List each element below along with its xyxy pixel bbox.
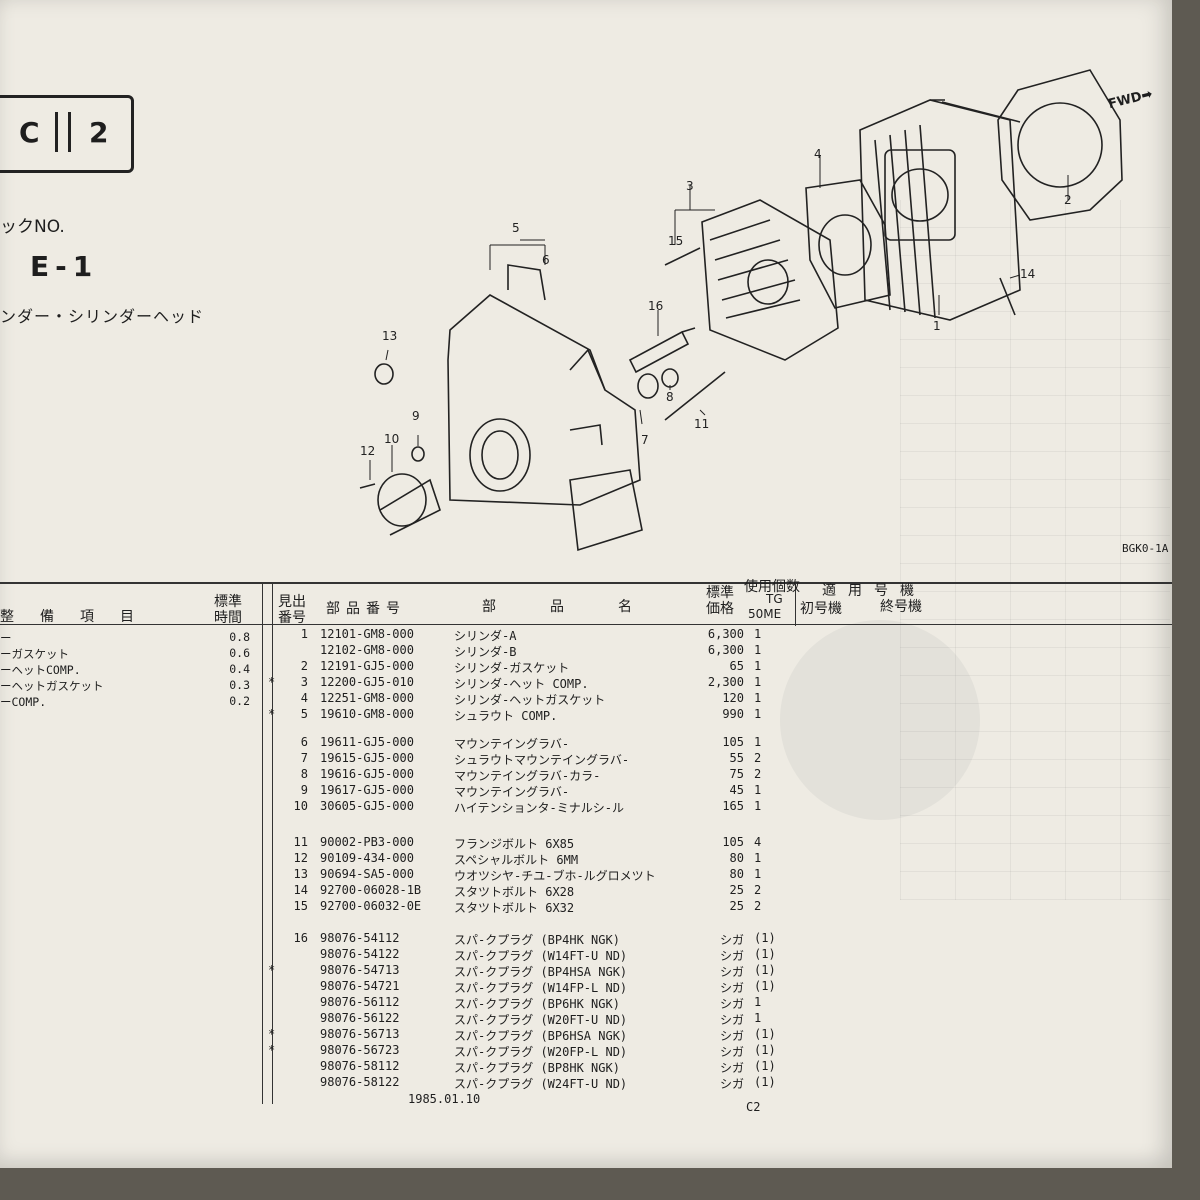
flange-bolt-drawing (664, 371, 726, 421)
parts-header-price: 標準価格 (706, 585, 734, 617)
callout-12: 12 (360, 444, 375, 458)
head-gasket-drawing (805, 179, 891, 309)
table-top-rule (0, 582, 1172, 584)
ops-header-time: 標準時間 (214, 594, 242, 626)
parts-header-part-no: 部品番号 (326, 601, 406, 617)
callout-6: 6 (542, 253, 550, 267)
callout-3: 3 (686, 179, 694, 193)
table-divider-left-2 (272, 584, 273, 1104)
callout-2: 2 (1064, 193, 1072, 207)
cylinder-drawing (859, 99, 1021, 321)
parts-header-qty: 使用個数 (744, 579, 800, 595)
callout-11: 11 (694, 417, 709, 431)
cylinder-head-drawing (701, 199, 839, 361)
mounting-rubber-7-drawing (637, 373, 659, 399)
parts-header-first: 初号機 (800, 601, 842, 617)
callout-9: 9 (412, 409, 420, 423)
page-code: C2 (746, 1100, 761, 1114)
special-bolt-drawing (359, 483, 376, 489)
bleed-through-seal (780, 620, 980, 820)
mounting-rubber-9-drawing (411, 446, 425, 462)
parts-header-last: 終号機 (880, 599, 922, 615)
drawing-code: BGK0-1A (1122, 542, 1169, 555)
callout-14: 14 (1020, 267, 1035, 281)
callout-1: 1 (933, 319, 941, 333)
callout-8: 8 (666, 390, 674, 404)
callout-13: 13 (382, 329, 397, 343)
block-label: ックNO. (0, 217, 65, 237)
parts-header-ref: 見出番号 (278, 594, 306, 626)
grommet-drawing (374, 363, 394, 385)
table-header-rule (0, 624, 1172, 625)
callout-4: 4 (814, 147, 822, 161)
mounting-rubber-8-drawing (661, 368, 679, 388)
catalog-page: C 2 ックNO. E-1 ンダー・シリンダーヘッド (0, 0, 1172, 1168)
stud-bolt-14-drawing (999, 277, 1016, 316)
section-notch (55, 112, 71, 152)
parts-header-applicable: 適用号機 (822, 583, 926, 599)
operation-row: ーヘットCOMP.0.4 (0, 662, 250, 677)
callout-10: 10 (384, 432, 399, 446)
bleed-through-table (900, 200, 1170, 900)
shroud-drawing (447, 264, 643, 552)
stud-bolt-15-drawing (664, 247, 701, 266)
callout-5: 5 (512, 221, 520, 235)
spark-plug-drawing (628, 327, 696, 374)
section-number: 2 (89, 116, 109, 149)
callout-16: 16 (648, 299, 663, 313)
exploded-view-drawing: 1 2 3 4 5 6 7 8 9 10 11 12 13 14 15 16 (359, 69, 1123, 552)
parts-header-model: TG (766, 592, 783, 606)
operation-row: ーCOMP.0.2 (0, 694, 250, 709)
terminal-seal-drawing (377, 473, 441, 536)
callout-7: 7 (641, 433, 649, 447)
parts-header-model-sub: 50ME (748, 607, 782, 621)
ops-header-item: 整備項目 (0, 609, 160, 625)
cylinder-gasket-drawing (997, 69, 1123, 221)
block-title: ンダー・シリンダーヘッド (0, 307, 205, 326)
issue-date: 1985.01.10 (408, 1092, 481, 1106)
parts-header-part-name: 部品名 (482, 599, 686, 615)
section-box: C 2 (0, 95, 134, 173)
table-divider-left (262, 584, 263, 1104)
callout-15: 15 (668, 234, 683, 248)
section-letter: C (19, 116, 40, 149)
table-divider-right (795, 584, 796, 626)
block-code: E-1 (30, 250, 99, 283)
